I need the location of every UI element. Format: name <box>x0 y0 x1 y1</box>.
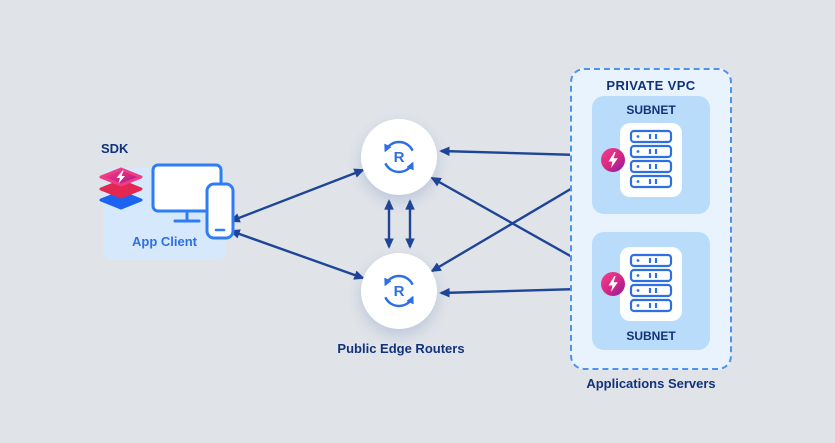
server-rack-icon <box>620 123 682 197</box>
routers-label: Public Edge Routers <box>337 341 465 356</box>
sdk-label: SDK <box>101 141 129 156</box>
lightning-bolt-badge-icon <box>601 148 625 172</box>
subnet-bottom: SUBNET <box>592 232 710 350</box>
smartphone-icon <box>205 182 235 240</box>
app-client-label: App Client <box>132 234 197 249</box>
sdk-layers-bolt-icon <box>99 167 143 210</box>
circular-router-icon: R <box>384 140 414 174</box>
router-top: R <box>361 119 437 195</box>
vpc-title: PRIVATE VPC <box>606 78 696 93</box>
router-bottom: R <box>361 253 437 329</box>
arrow-client-to-router-bottom <box>229 229 365 280</box>
vpc-caption: Applications Servers <box>586 376 716 391</box>
circular-router-icon: R <box>384 274 414 308</box>
subnet-bottom-label: SUBNET <box>626 329 676 343</box>
private-vpc-box: PRIVATE VPC SUBNET <box>570 68 732 370</box>
subnet-top: SUBNET <box>592 96 710 214</box>
subnet-top-label: SUBNET <box>626 103 676 117</box>
server-rack-icon <box>620 247 682 321</box>
router-letter: R <box>394 283 405 300</box>
lightning-bolt-badge-icon <box>601 272 625 296</box>
sdk-lightning-glyph <box>116 170 125 184</box>
router-letter: R <box>394 149 405 166</box>
arrow-client-to-router-top <box>229 168 365 223</box>
